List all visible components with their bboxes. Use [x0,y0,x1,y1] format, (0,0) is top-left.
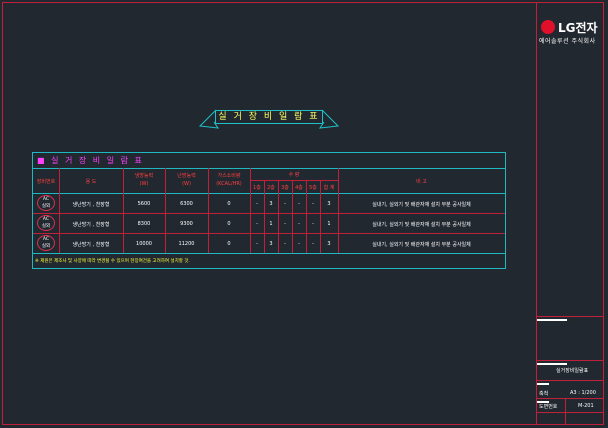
table-rule [33,213,505,214]
table-rule [250,168,251,253]
table-rule [278,180,279,253]
row-qty: - [284,221,286,227]
drawing-name: 실거장비일람표 [556,368,589,374]
table-rule [33,233,505,234]
table-rule [306,180,307,253]
header-gas-unit: (KCAL/HR) [216,181,242,187]
header-heating-unit: (W) [182,181,191,187]
titleblock-line [537,412,604,413]
titleblock-line [537,398,604,399]
table-rule [33,253,505,254]
header-cooling: 냉방능력 [134,173,154,179]
row-qty: - [298,201,300,207]
ribbon-icon [198,109,340,129]
table-rule [338,168,339,253]
row-qty: 3 [269,201,273,207]
row-qty: - [284,241,286,247]
row-gas: 0 [227,241,231,247]
row-gas: 0 [227,201,231,207]
row-qty: - [284,201,286,207]
drawing-frame [2,2,604,425]
titleblock-mark [537,319,567,321]
row-qty-total: 3 [327,241,331,247]
header-cooling-unit: (W) [139,181,149,187]
row-qty: - [298,241,300,247]
titleblock-line [565,398,566,425]
row-qty: - [312,241,314,247]
row-gas: 0 [227,221,231,227]
table-rule [33,168,505,169]
row-qty: - [312,201,314,207]
row-qty: - [312,221,314,227]
row-remark: 실내기, 실외기 및 배관자재 설치 부분 공사일체 [372,202,471,208]
row-qty-total: 1 [327,221,331,227]
row-heating: 11200 [178,241,195,247]
table-rule [165,168,166,253]
row-remark: 실내기, 실외기 및 배관자재 설치 부분 공사일체 [372,222,471,228]
header-use: 용 도 [85,179,97,185]
row-use: 냉난방기 , 천장형 [72,242,110,248]
drawing-title: 실 거 장 비 일 람 표 [215,110,323,124]
row-qty: 3 [269,241,273,247]
row-qty: - [298,221,300,227]
titleblock-line [537,316,604,317]
table-rule [123,168,124,253]
table-title: ■ 실 거 장 비 일 람 표 [37,156,144,165]
table-rule [33,193,505,194]
header-remark: 비 고 [416,179,427,185]
row-remark: 실내기, 실외기 및 배관자재 설치 부분 공사일체 [372,242,471,248]
row-qty: - [256,241,258,247]
equipment-table [32,152,506,269]
header-floor: 1층 [253,185,261,191]
row-cooling: 8300 [137,221,151,227]
row-heating: 9300 [180,221,193,227]
table-rule [320,180,321,253]
sheet-value: M-201 [578,403,594,409]
table-rule [264,180,265,253]
header-floor: 5층 [309,185,317,191]
header-quantity: 수 량 [288,172,300,178]
header-total: 합 계 [323,185,335,191]
row-qty-total: 3 [327,201,331,207]
row-heating: 6300 [180,201,193,207]
row-cooling: 10000 [136,241,152,247]
table-rule [250,180,338,181]
row-qty: 1 [269,221,273,227]
brand-subtitle: 에어솔루션 주식회사 [539,38,596,45]
row-qty: - [256,221,258,227]
table-note: ※ 제원은 제조사 및 사양에 따라 변경될 수 있으며 현장여건을 고려하여 … [35,259,190,264]
header-floor: 3층 [281,185,289,191]
table-rule [208,168,209,253]
row-cooling: 5600 [137,201,151,207]
titleblock-mark [537,383,549,385]
titleblock-mark [537,401,549,403]
row-qty: - [256,201,258,207]
table-rule [292,180,293,253]
table-rule [59,168,60,253]
titleblock-divider [536,2,537,425]
sheet-label: 도면번호 [539,404,558,410]
row-use: 냉난방기 , 천장형 [72,202,110,208]
titleblock-mark [537,363,567,365]
row-use: 냉난방기 , 천장형 [72,222,110,228]
scale-label: 축척 [539,391,549,397]
titleblock-line [537,360,604,361]
header-no: 장비번호 [36,179,56,185]
header-floor: 2층 [267,185,275,191]
brand-name: LG전자 [558,21,598,35]
header-floor: 4층 [295,185,303,191]
header-gas: 가스소비량 [217,173,241,179]
header-heating: 난방능력 [177,173,196,179]
lg-logo-icon [541,20,555,34]
titleblock-line [537,380,604,381]
scale-value: A3 : 1/200 [570,390,596,396]
